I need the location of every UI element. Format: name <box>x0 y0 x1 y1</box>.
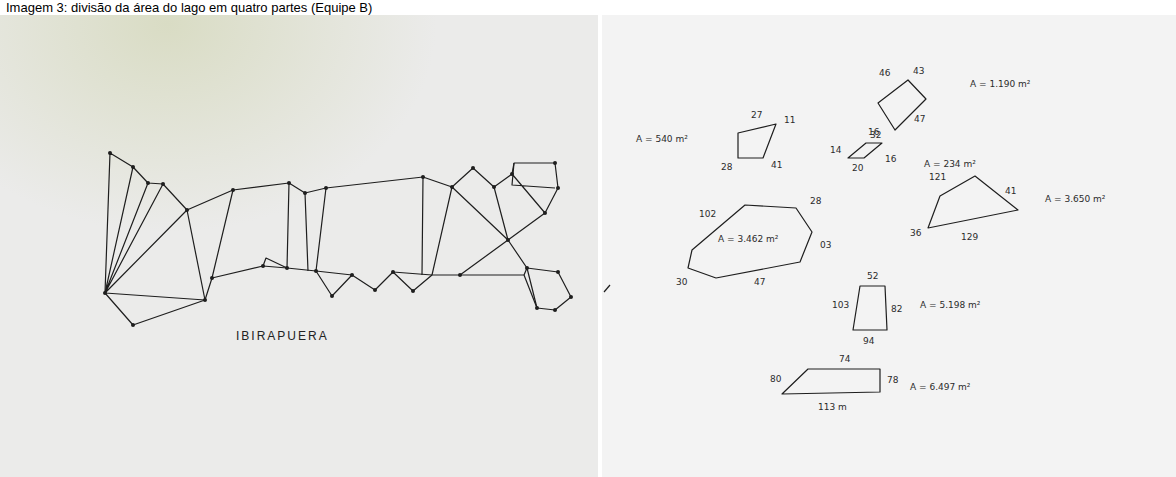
dimension-label: 121 <box>929 173 946 183</box>
dimension-label: 36 <box>910 229 921 239</box>
dimension-label: 78 <box>887 376 898 386</box>
dimension-label: 28 <box>810 197 821 207</box>
area-label: A = 5.198 m² <box>920 301 980 311</box>
dimension-label: 74 <box>839 355 850 365</box>
dimension-label: 94 <box>863 337 874 347</box>
dimension-label: 52 <box>867 272 878 282</box>
dimension-label: 82 <box>891 305 902 315</box>
dimension-label: 16 <box>868 128 879 138</box>
dimension-label: 47 <box>754 278 765 288</box>
figure-caption: Imagem 3: divisão da área do lago em qua… <box>6 0 372 15</box>
dimension-label: 27 <box>751 111 762 121</box>
area-label: A = 3.462 m² <box>718 235 778 245</box>
dimension-label: 103 <box>832 301 849 311</box>
dimension-label: 11 <box>784 116 795 126</box>
dimension-label: 113 m <box>818 403 847 413</box>
map-title: IBIRAPUERA <box>236 330 329 343</box>
dimension-label: 41 <box>1005 187 1016 197</box>
dimension-label: 14 <box>830 146 841 156</box>
area-label: A = 234 m² <box>924 160 976 170</box>
area-label: A = 540 m² <box>636 135 688 145</box>
dimension-label: 28 <box>721 163 732 173</box>
area-label: A = 3.650 m² <box>1045 195 1105 205</box>
dimension-label: 102 <box>699 210 716 220</box>
dimension-label: 30 <box>676 278 687 288</box>
area-label: A = 1.190 m² <box>970 80 1030 90</box>
dimension-label: 80 <box>770 375 781 385</box>
dimension-label: 47 <box>914 115 925 125</box>
dimension-label: 41 <box>771 161 782 171</box>
dimension-label: 16 <box>885 155 896 165</box>
dimension-label: 129 <box>961 233 978 243</box>
area-label: A = 6.497 m² <box>910 383 970 393</box>
dimension-label: 43 <box>913 67 924 77</box>
dimension-label: 03 <box>820 241 831 251</box>
dimension-label: 46 <box>879 69 890 79</box>
dimension-label: 20 <box>852 164 863 174</box>
